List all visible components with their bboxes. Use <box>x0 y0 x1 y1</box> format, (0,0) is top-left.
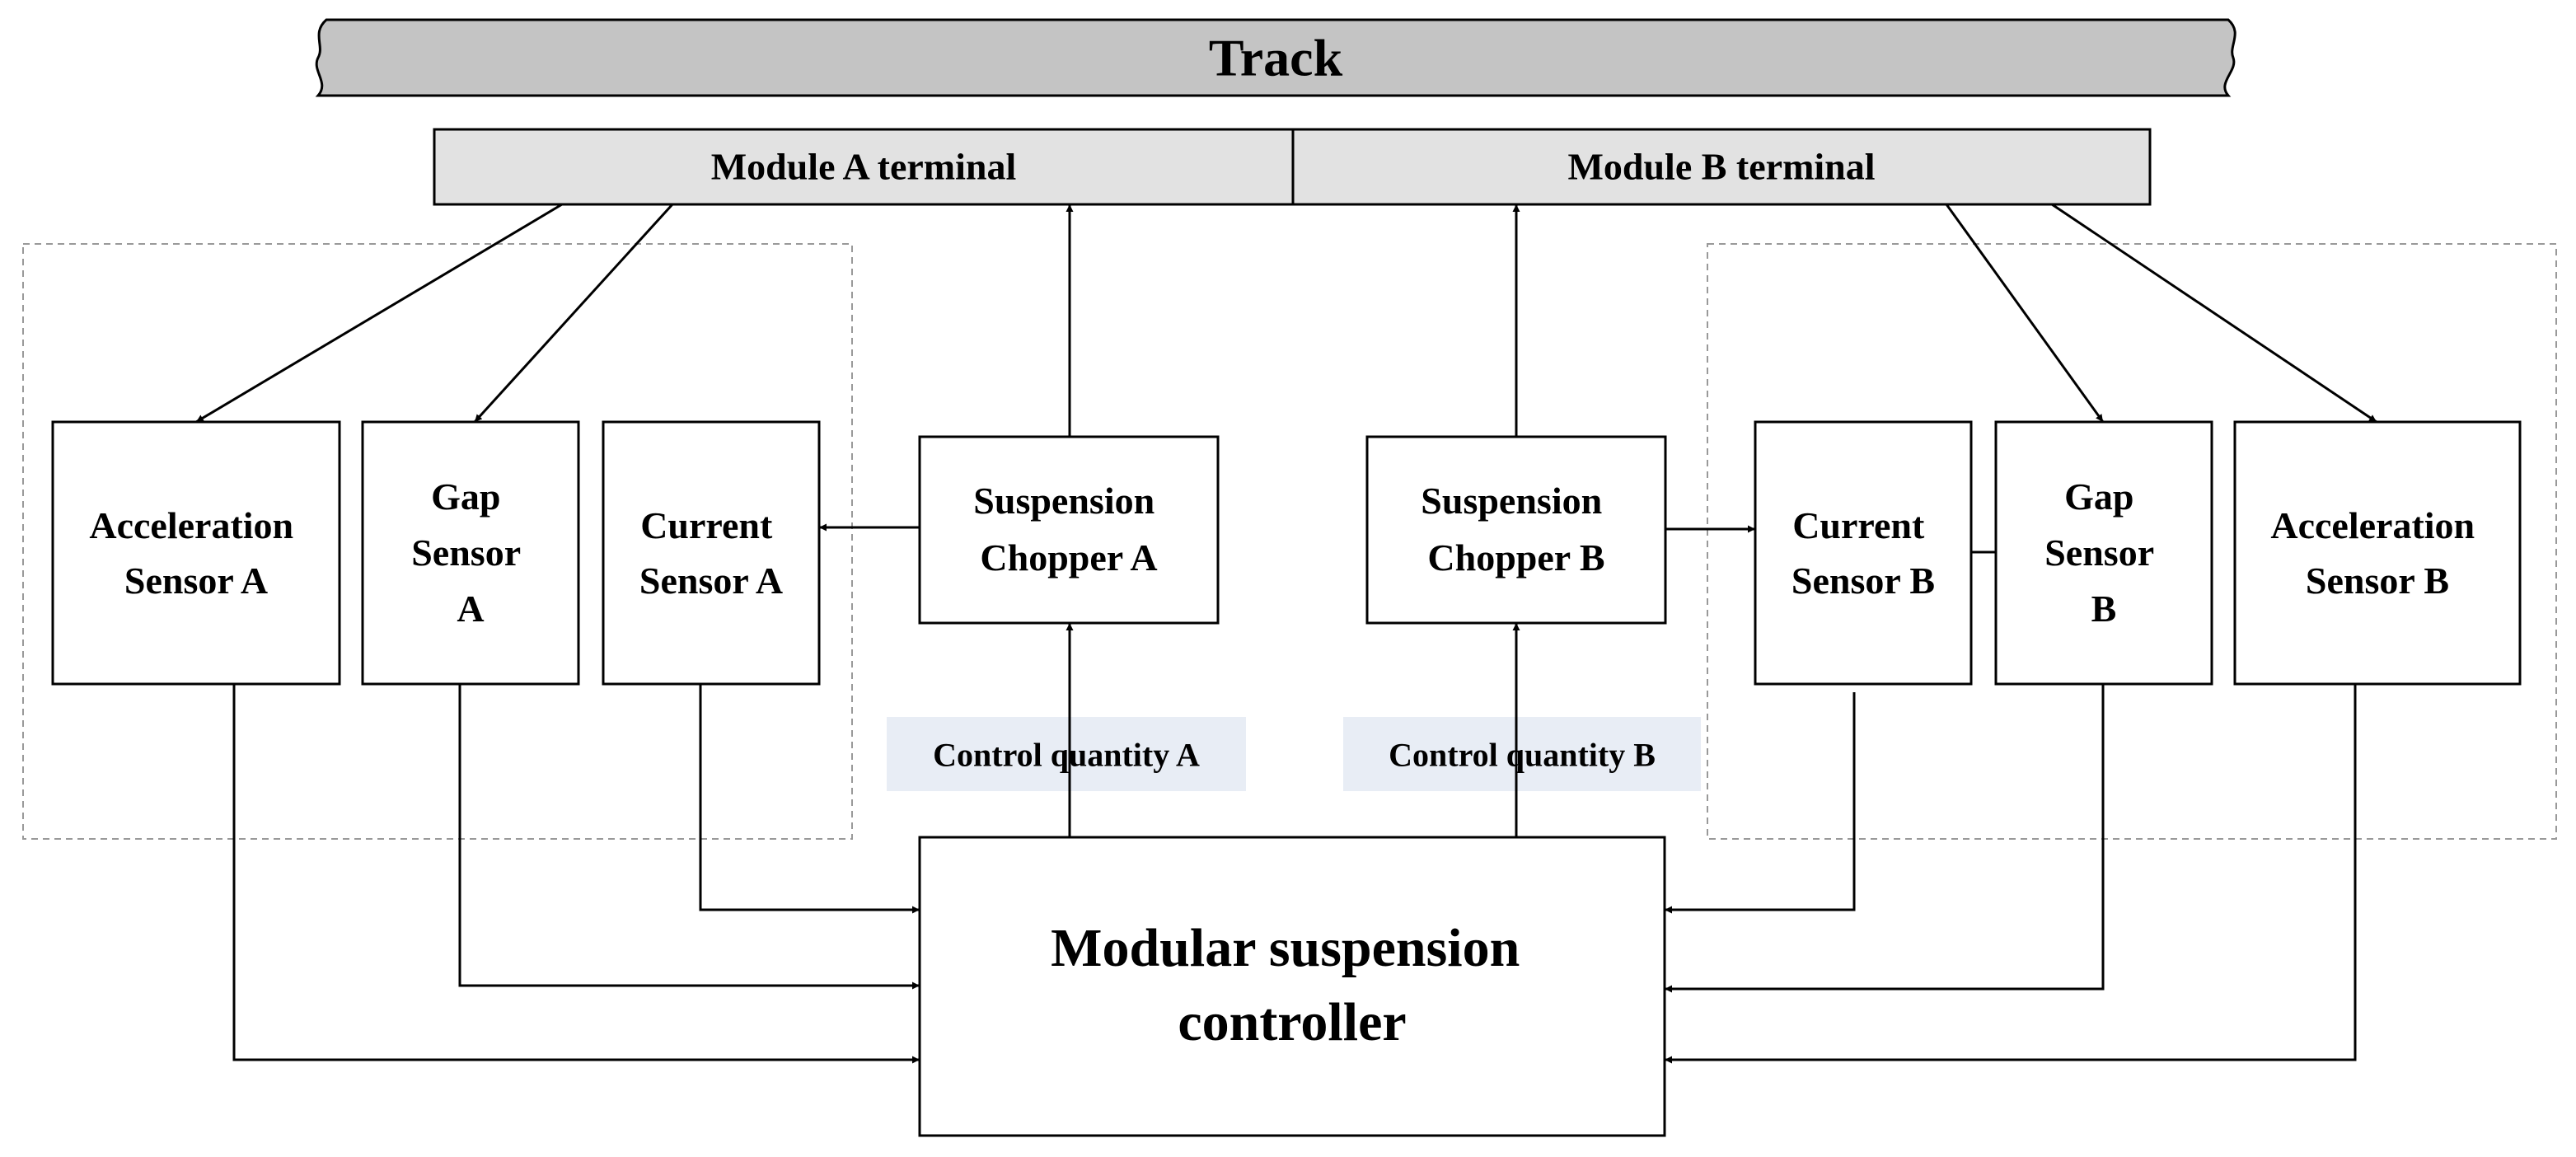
sensor-group-b <box>1707 243 2557 840</box>
arrow-gap-a-to-controller <box>458 684 920 990</box>
control-quantity-a-bg <box>887 717 1246 791</box>
arrow-terminal-b-to-accel-b <box>2051 203 2377 424</box>
track-banner <box>315 18 2236 97</box>
arrow-gap-b-to-controller <box>1665 684 2105 993</box>
control-quantity-b-bg <box>1343 717 1701 791</box>
current-sensor-a <box>602 420 821 686</box>
arrow-terminal-a-to-accel-a <box>195 203 563 424</box>
arrow-terminal-a-to-gap-a <box>473 203 674 424</box>
arrow-current-b-to-controller <box>1665 692 1856 914</box>
module-b-terminal-box <box>1291 128 2152 206</box>
gap-sensor-a <box>361 420 580 686</box>
current-sensor-b-label: Current Sensor B <box>1791 504 1935 602</box>
sensor-group-a <box>22 243 853 840</box>
acceleration-sensor-a <box>51 420 341 686</box>
acceleration-sensor-b-label: Acceleration Sensor B <box>2270 504 2484 602</box>
current-sensor-a-label: Current Sensor A <box>639 504 783 602</box>
arrow-accel-b-to-controller <box>1665 684 2357 1064</box>
suspension-chopper-b-label: Suspension Chopper B <box>1421 480 1611 578</box>
connectors <box>195 203 2377 1064</box>
gap-sensor-b-label: Gap Sensor B <box>2044 475 2163 630</box>
modular-suspension-controller <box>918 836 1666 1137</box>
acceleration-sensor-b <box>2233 420 2522 686</box>
module-a-terminal-box <box>433 128 1295 206</box>
current-sensor-b <box>1754 420 1973 686</box>
arrow-terminal-b-to-gap-b <box>1945 204 2105 423</box>
track-label: Track <box>1209 29 1343 87</box>
module-b-terminal-label: Module B terminal <box>1567 146 1875 188</box>
acceleration-sensor-a-label: Acceleration Sensor A <box>89 504 302 602</box>
controller-label: Modular suspension controller <box>1051 918 1534 1052</box>
control-quantity-b-label: Control quantity B <box>1389 737 1656 774</box>
gap-sensor-a-label: Gap Sensor A <box>411 475 530 630</box>
gap-sensor-b <box>1994 420 2213 686</box>
module-a-terminal-label: Module A terminal <box>711 146 1017 188</box>
arrow-current-a-to-controller <box>699 684 920 914</box>
suspension-chopper-a-label: Suspension Chopper A <box>973 480 1164 578</box>
control-quantity-a-label: Control quantity A <box>933 737 1200 774</box>
arrow-accel-a-to-controller <box>232 684 920 1064</box>
suspension-chopper-b <box>1365 435 1667 625</box>
suspension-chopper-a <box>918 435 1220 625</box>
